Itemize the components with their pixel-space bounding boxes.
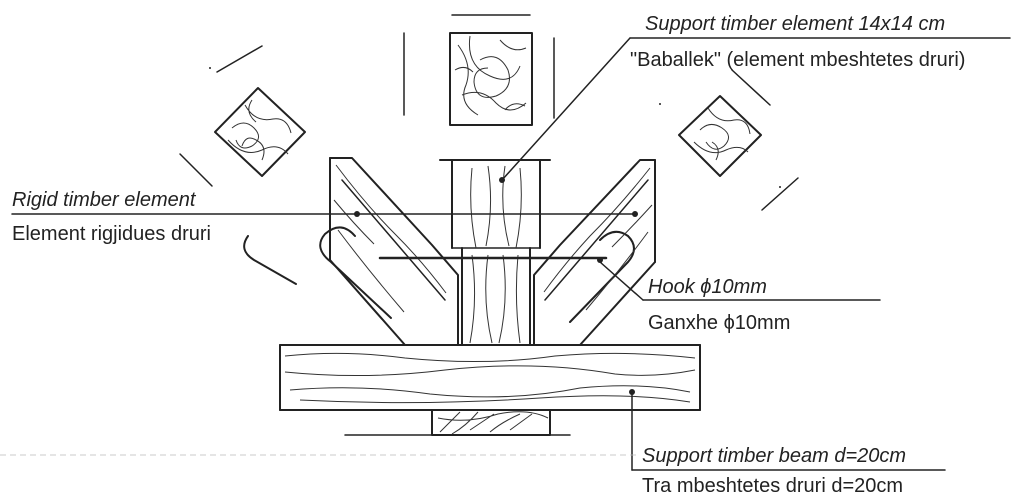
- cross-section-right: [659, 69, 799, 211]
- vertical-post: [439, 159, 551, 346]
- label-support-element-en: Support timber element 14x14 cm: [645, 13, 945, 35]
- label-beam-sq: Tra mbeshtetes druri d=20cm: [642, 475, 903, 497]
- cross-section-center: [403, 14, 555, 126]
- label-hook-en: Hook ϕ10mm: [648, 276, 767, 298]
- label-hook-sq: Ganxhe ϕ10mm: [648, 312, 790, 334]
- support-block-below: [431, 409, 551, 436]
- left-diagonal-brace: [243, 157, 459, 346]
- right-diagonal-brace: [533, 159, 656, 346]
- label-rigid-element-en: Rigid timber element: [12, 189, 197, 211]
- cross-section-left: [179, 45, 306, 187]
- support-beam: [279, 344, 701, 436]
- leader-beam: [629, 389, 946, 471]
- label-support-element-sq: "Baballek" (element mbeshtetes druri): [630, 49, 965, 71]
- leader-rigid-element: [11, 211, 638, 217]
- label-rigid-element-sq: Element rigjidues druri: [12, 223, 211, 245]
- leader-support-element: [499, 37, 1011, 183]
- leader-hook: [597, 257, 881, 301]
- label-beam-en: Support timber beam d=20cm: [642, 445, 906, 467]
